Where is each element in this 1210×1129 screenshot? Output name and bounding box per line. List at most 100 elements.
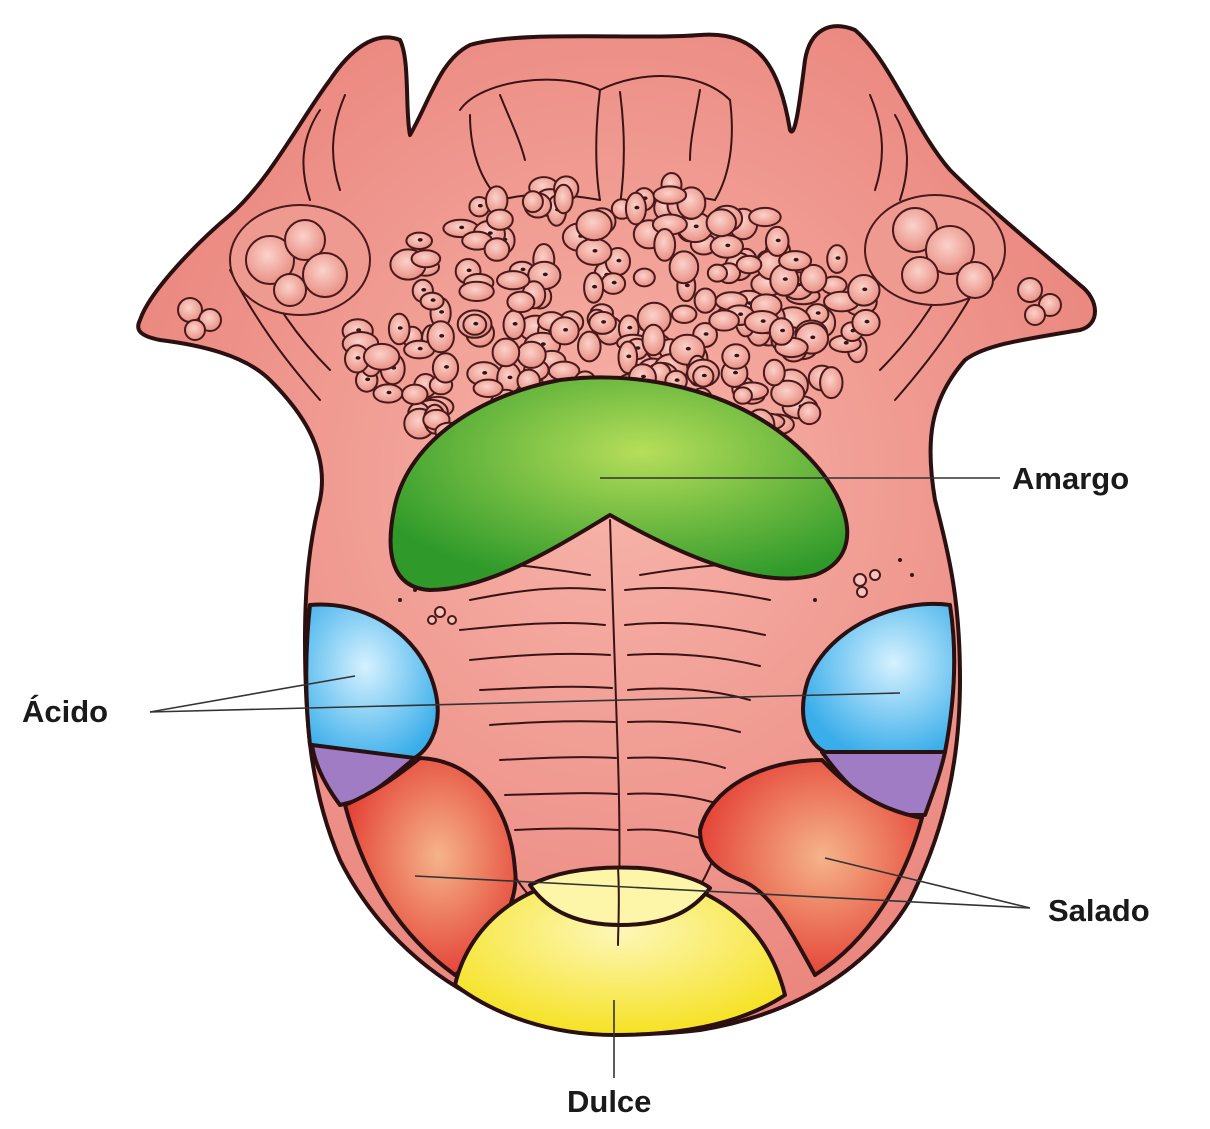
papilla-pore — [738, 312, 744, 317]
right-tonsil — [864, 194, 1062, 326]
papilla-pore — [459, 225, 465, 230]
papilla-pore — [482, 371, 488, 375]
salty-zone-right — [698, 758, 924, 977]
papilla-pore — [397, 326, 403, 330]
label-sweet: Dulce — [567, 1084, 651, 1119]
papilla — [668, 250, 700, 285]
papilla-pore — [616, 258, 622, 263]
papilla — [693, 287, 717, 314]
papilla-pore — [760, 319, 766, 323]
label-bitter: Amargo — [1012, 461, 1129, 496]
papilla-pore — [810, 335, 816, 340]
papilla-pore — [843, 341, 849, 345]
papilla-pore — [444, 365, 449, 369]
papilla — [653, 228, 677, 262]
papilla-pore — [356, 328, 362, 332]
papilla-pore — [701, 373, 707, 378]
papilla-pore — [793, 257, 799, 262]
papilla-pore — [365, 377, 371, 382]
papilla — [410, 249, 442, 269]
papilla — [496, 270, 531, 291]
papilla — [632, 267, 656, 288]
leader-lines — [149, 477, 1031, 1078]
papilla — [516, 340, 547, 369]
papilla — [401, 383, 429, 406]
papilla — [735, 254, 763, 275]
papilla-pore — [473, 321, 479, 326]
papilla — [641, 323, 666, 357]
papilla-pore — [626, 354, 632, 359]
papilla — [491, 337, 521, 368]
labels: Amargo Ácido Salado Dulce — [22, 461, 1150, 1119]
papilla-pore — [734, 353, 740, 358]
papilla-pore — [592, 249, 598, 253]
papilla — [553, 183, 574, 215]
papilla — [819, 366, 844, 400]
papilla-pore — [477, 203, 483, 208]
papilla-pore — [775, 238, 781, 243]
papilla-pore — [466, 268, 472, 273]
papilla-pore — [641, 374, 646, 379]
papilla-pore — [507, 375, 513, 380]
papilla — [486, 208, 514, 231]
sour-leader-left — [149, 675, 356, 713]
papilla — [577, 330, 602, 363]
papilla-pore — [355, 356, 361, 360]
papilla — [652, 185, 688, 205]
salty-leader-right — [824, 857, 1031, 909]
papilla-pore — [421, 288, 427, 292]
papilla — [458, 280, 495, 302]
papilla-pore — [703, 332, 709, 336]
papilla-pore — [693, 224, 699, 229]
sour-zone-left — [304, 602, 440, 762]
papilla-pore — [417, 238, 423, 242]
papilla-pore — [563, 328, 569, 332]
papilla-pore — [592, 284, 598, 289]
salty-leader-left — [414, 875, 1031, 909]
papilla-pore — [782, 277, 788, 281]
papilla — [797, 401, 822, 426]
papilla-pore — [439, 334, 445, 338]
sour-zone-right — [801, 602, 957, 754]
papilla-pore — [487, 231, 493, 235]
papilla-pore — [386, 390, 392, 395]
papilla-pore — [733, 370, 738, 375]
papilla — [748, 206, 782, 228]
papilla-pore — [439, 310, 445, 314]
papilla-pore — [684, 283, 690, 288]
papilla — [483, 237, 511, 262]
papilla — [799, 263, 828, 294]
papilla-pore — [835, 256, 841, 260]
papilla-pore — [815, 311, 821, 315]
papilla — [575, 209, 613, 242]
papilla-pore — [725, 243, 731, 248]
salty-zone-left — [343, 756, 518, 977]
papilla-pore — [627, 325, 633, 330]
label-salty: Salado — [1048, 893, 1150, 928]
papilla — [762, 358, 786, 387]
sour-leader-right — [149, 692, 901, 713]
papilla — [472, 378, 504, 398]
papilla-pore — [520, 267, 526, 272]
papilla-pore — [512, 322, 518, 326]
papilla-pore — [864, 319, 870, 324]
papilla-pore — [417, 346, 423, 351]
papilla — [708, 309, 740, 332]
papilla — [521, 190, 544, 214]
papilla-pore — [674, 378, 680, 382]
papilla-pore — [634, 205, 640, 210]
side-folds — [229, 94, 986, 401]
papilla — [705, 208, 737, 238]
tongue-ridges — [398, 519, 914, 946]
label-sour: Ácido — [22, 694, 108, 729]
papilla-pore — [862, 287, 868, 292]
bitter-zone — [388, 375, 850, 592]
papilla-pore — [685, 346, 691, 351]
papilla-pore — [430, 298, 436, 302]
papilla — [770, 379, 806, 408]
papilla-pore — [780, 328, 786, 333]
papilla-pore — [542, 272, 548, 277]
papilla — [671, 304, 698, 324]
left-tonsil — [177, 204, 371, 341]
